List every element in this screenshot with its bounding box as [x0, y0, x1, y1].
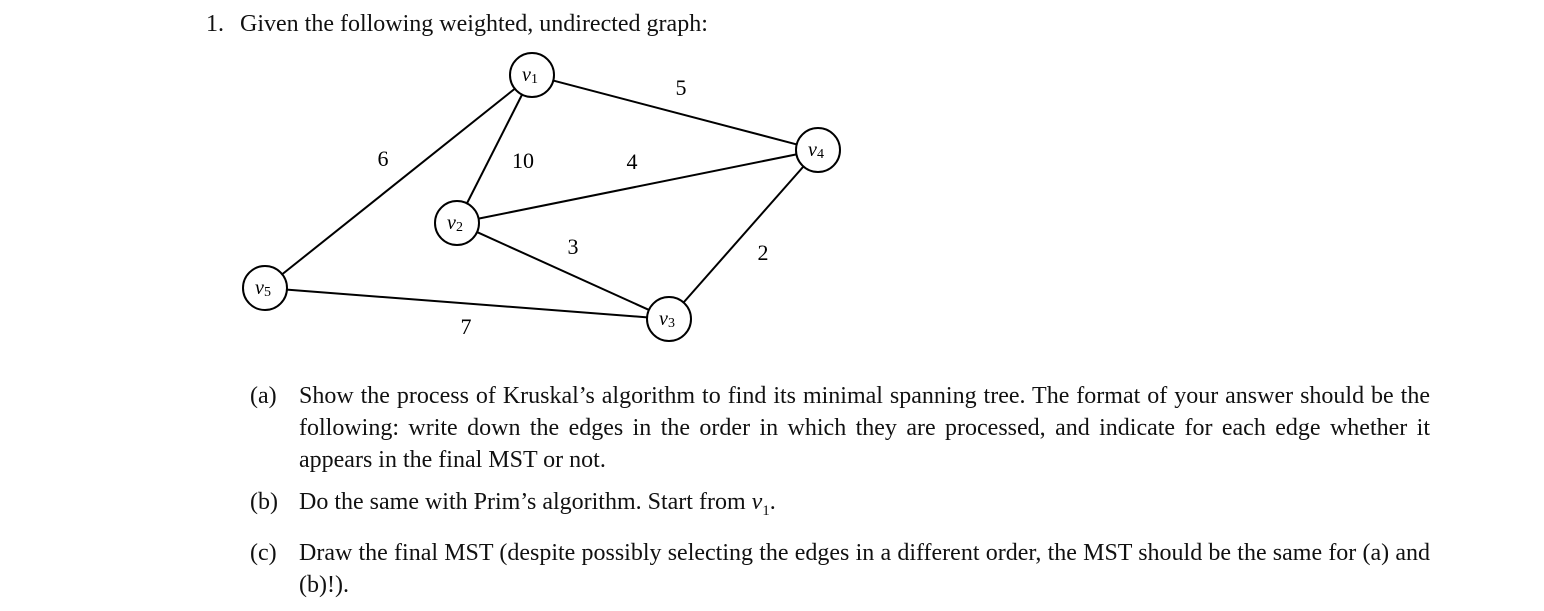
part-b-text-after: . [769, 489, 776, 515]
node-label-v3: v3 [659, 308, 675, 332]
node-label-v4: v4 [808, 139, 824, 163]
graph-edge-weights: 5 6 10 4 3 2 7 [378, 75, 769, 339]
part-a: (a) Show the process of Kruskal’s algori… [250, 380, 1430, 476]
graph-nodes: v1 v2 v3 v4 v5 [242, 52, 841, 342]
edge-weight-v1-v5: 6 [378, 146, 389, 171]
problem-prompt: Given the following weighted, undirected… [240, 11, 708, 37]
part-b-start-vertex: v1 [751, 489, 770, 519]
edge-v1-v4 [553, 79, 797, 146]
edge-v3-v4 [682, 165, 805, 304]
part-a-label: (a) [250, 383, 277, 409]
edge-v1-v5 [281, 87, 516, 276]
node-label-v5: v5 [255, 277, 271, 301]
node-label-v1: v1 [522, 64, 538, 88]
edge-weight-v1-v4: 5 [676, 75, 687, 100]
node-v4: v4 [795, 127, 841, 173]
edge-weight-v2-v3: 3 [568, 234, 579, 259]
node-circle-v5 [242, 265, 288, 311]
node-v3: v3 [646, 296, 692, 342]
problem-heading: 1. Given the following weighted, undirect… [206, 8, 708, 40]
node-circle-v3 [646, 296, 692, 342]
node-circle-v4 [795, 127, 841, 173]
graph-edges [281, 79, 805, 319]
part-b: (b) Do the same with Prim’s algorithm. S… [250, 486, 1430, 527]
edge-weight-v2-v4: 4 [627, 149, 638, 174]
part-c: (c) Draw the final MST (despite possibly… [250, 537, 1430, 601]
edge-weight-v1-v2: 10 [512, 148, 534, 173]
question-parts: (a) Show the process of Kruskal’s algori… [250, 380, 1430, 611]
node-circle-v2 [434, 200, 480, 246]
edge-v5-v3 [286, 288, 648, 319]
node-v1: v1 [509, 52, 555, 98]
edge-v2-v3 [476, 231, 650, 311]
part-b-text-before: Do the same with Prim’s algorithm. Start… [299, 489, 752, 515]
part-a-text: Show the process of Kruskal’s algorithm … [299, 383, 1430, 473]
node-v5: v5 [242, 265, 288, 311]
part-c-text: Draw the final MST (despite possibly sel… [299, 539, 1430, 598]
part-c-label: (c) [250, 539, 277, 566]
node-circle-v1 [509, 52, 555, 98]
edge-weight-v3-v4: 2 [758, 240, 769, 265]
edge-v2-v4 [478, 153, 797, 220]
part-b-text: Do the same with Prim’s algorithm. Start… [299, 486, 1430, 527]
edge-v1-v2 [466, 94, 523, 204]
problem-number: 1. [206, 11, 224, 37]
part-b-label: (b) [250, 489, 278, 515]
weighted-graph-diagram: 5 6 10 4 3 2 7 v1 v2 v3 v4 v5 [242, 52, 841, 342]
edge-weight-v5-v3: 7 [461, 314, 472, 339]
node-v2: v2 [434, 200, 480, 246]
node-label-v2: v2 [447, 212, 463, 236]
